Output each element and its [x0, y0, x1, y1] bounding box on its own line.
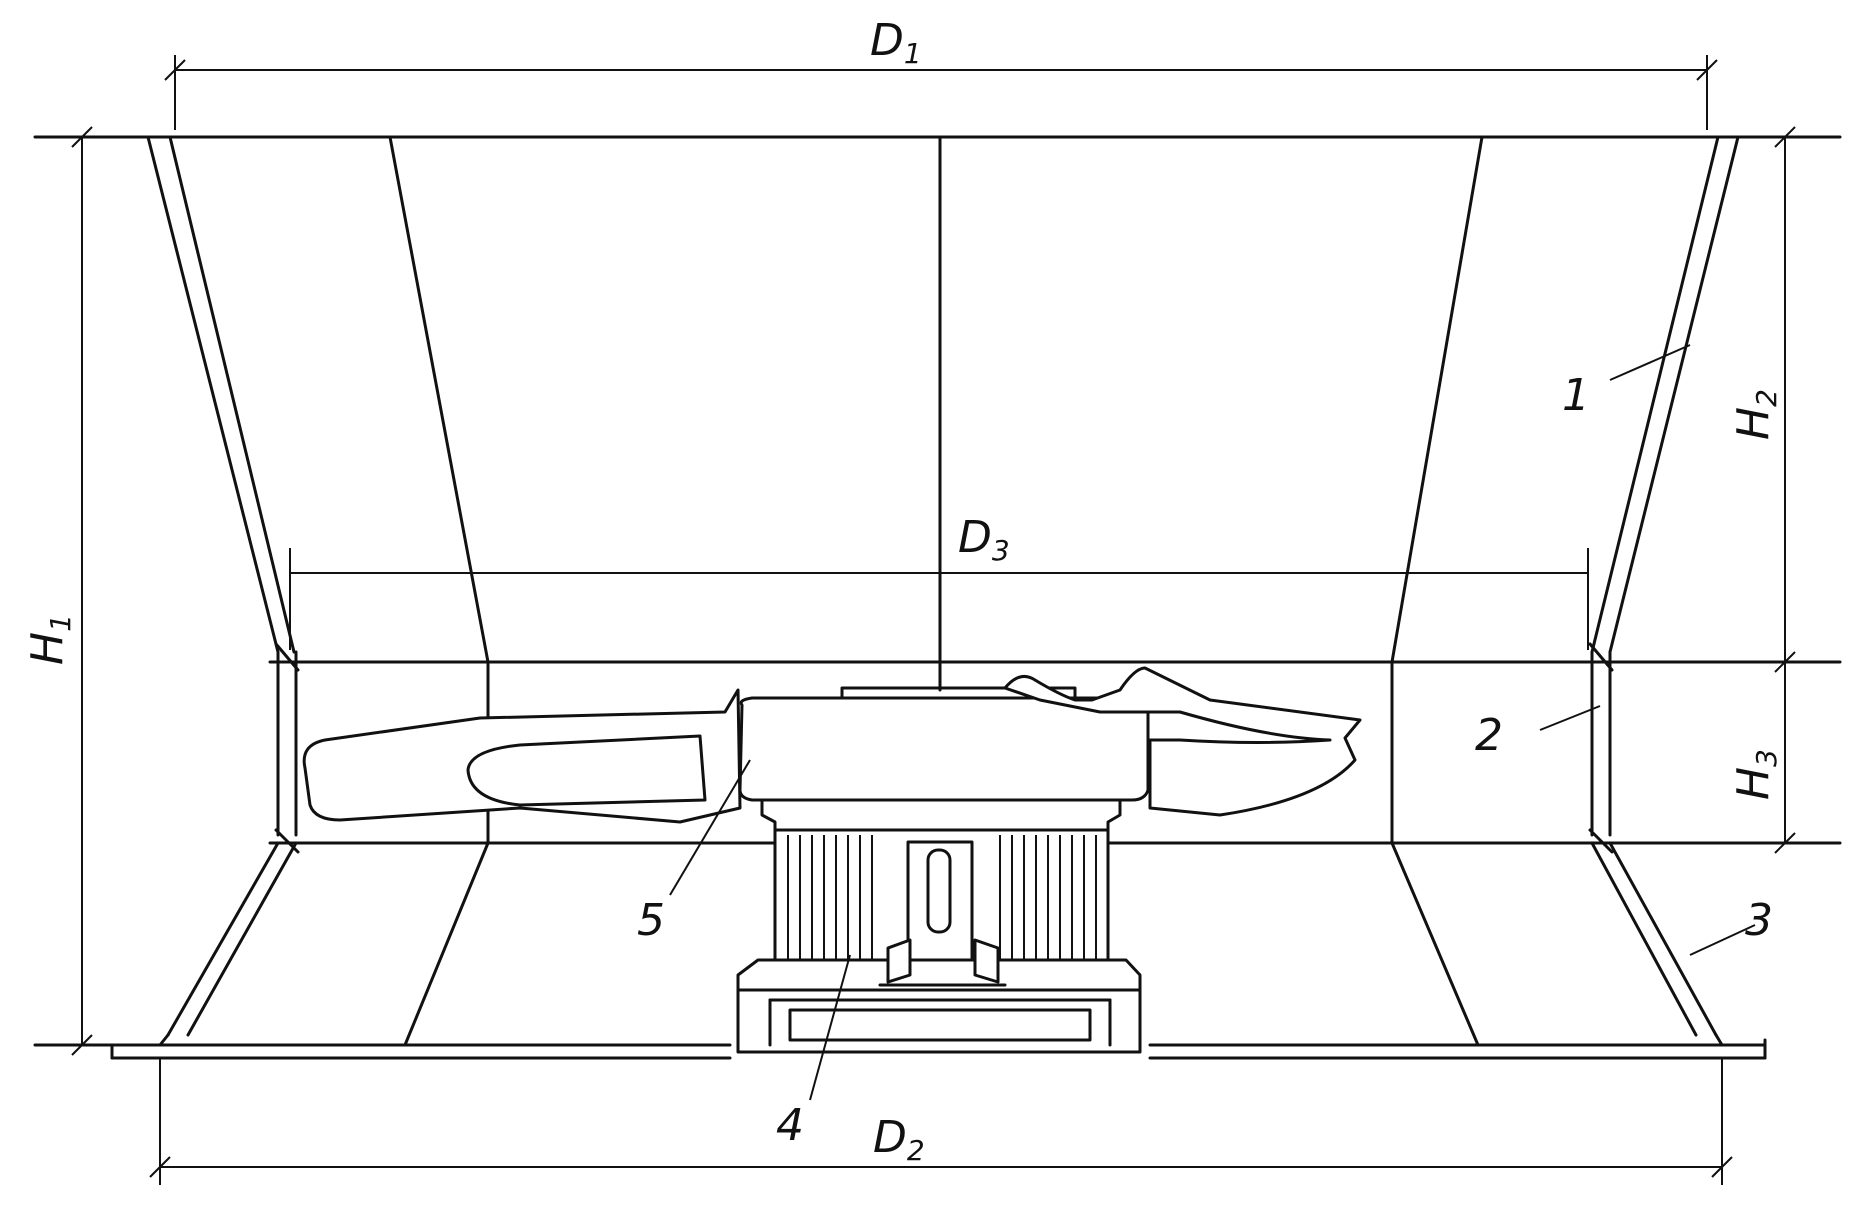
lower-cone-shell: [110, 841, 1767, 1060]
h2-h3-dimension: [1774, 126, 1796, 854]
part-3-label: 3: [1745, 895, 1773, 946]
d3-label: D3: [958, 512, 1010, 567]
d3-dimension-line: [289, 548, 1589, 650]
h2-label: H2: [1728, 389, 1783, 440]
d2-label: D2: [873, 1112, 925, 1167]
part-2-label: 2: [1475, 710, 1503, 761]
h1-label: H1: [22, 614, 77, 665]
upper-cone-shell: [146, 135, 1740, 692]
impeller: [302, 666, 1362, 824]
d1-label: D1: [870, 15, 922, 70]
motor: [736, 798, 1142, 1054]
d1-dimension: [164, 55, 1718, 130]
part-4-label: 4: [776, 1100, 804, 1151]
part-5-label: 5: [637, 895, 665, 946]
h3-label: H3: [1728, 749, 1783, 800]
d2-dimension: [149, 1058, 1733, 1185]
part-1-label: 1: [1562, 370, 1590, 421]
motor-fins: [787, 835, 1097, 960]
h1-dimension: [71, 126, 93, 1056]
leader-lines: [669, 344, 1756, 1101]
